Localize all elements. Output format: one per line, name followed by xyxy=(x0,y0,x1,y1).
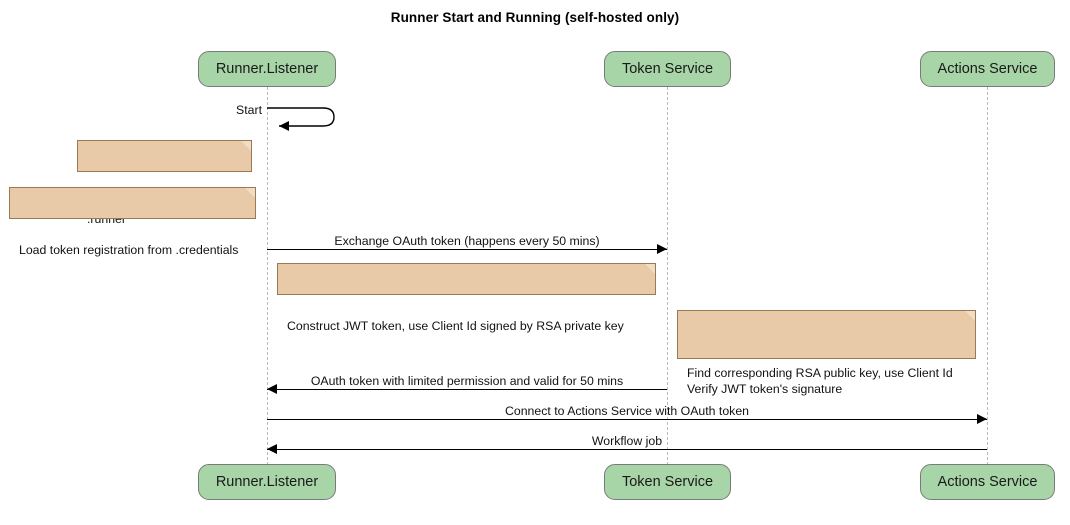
arrowhead-left-workflow-job xyxy=(267,444,277,454)
message-line-exchange-oauth-token[interactable] xyxy=(267,249,667,250)
message-self-call-start[interactable] xyxy=(267,102,339,137)
participant-label: Runner.Listener xyxy=(215,474,319,490)
note-fold-icon xyxy=(241,141,251,151)
message-label-oauth-token-response: OAuth token with limited permission and … xyxy=(310,374,624,388)
participant-runner-listener-top[interactable]: Runner.Listener xyxy=(198,51,336,87)
note-load-config-info: Load config info from .runner xyxy=(77,140,252,226)
note-fold-icon xyxy=(965,311,975,321)
participant-actions-service-top[interactable]: Actions Service xyxy=(920,51,1055,87)
note-text: Load token registration from .credential… xyxy=(19,243,239,257)
participant-token-service-bottom[interactable]: Token Service xyxy=(604,464,731,500)
arrowhead-right-exchange-oauth-token xyxy=(657,244,667,254)
page-title: Runner Start and Running (self-hosted on… xyxy=(390,10,680,25)
participant-label: Actions Service xyxy=(937,474,1038,490)
message-line-oauth-token-response[interactable] xyxy=(267,389,667,390)
note-construct-jwt-token: Construct JWT token, use Client Id signe… xyxy=(277,263,656,333)
note-text: Construct JWT token, use Client Id signe… xyxy=(287,319,624,333)
note-load-token-registration: Load token registration from .credential… xyxy=(9,187,256,257)
participant-label: Token Service xyxy=(621,61,714,77)
arrowhead-left-oauth-token-response xyxy=(267,384,277,394)
note-text: Find corresponding RSA public key, use C… xyxy=(687,366,953,396)
note-fold-icon xyxy=(245,188,255,198)
self-call-arrow-icon xyxy=(267,107,335,131)
message-line-workflow-job[interactable] xyxy=(267,449,987,450)
arrowhead-right-connect-actions-service xyxy=(977,414,987,424)
lifeline-runner-listener xyxy=(267,87,268,465)
note-fold-icon xyxy=(645,264,655,274)
participant-actions-service-bottom[interactable]: Actions Service xyxy=(920,464,1055,500)
message-line-connect-actions-service[interactable] xyxy=(267,419,987,420)
message-label-connect-actions-service: Connect to Actions Service with OAuth to… xyxy=(504,404,750,418)
participant-label: Actions Service xyxy=(937,61,1038,77)
message-label-exchange-oauth-token: Exchange OAuth token (happens every 50 m… xyxy=(334,234,600,248)
message-label-start: Start xyxy=(236,103,262,117)
note-verify-jwt-signature: Find corresponding RSA public key, use C… xyxy=(677,310,976,396)
participant-label: Runner.Listener xyxy=(215,61,319,77)
participant-label: Token Service xyxy=(621,474,714,490)
participant-runner-listener-bottom[interactable]: Runner.Listener xyxy=(198,464,336,500)
message-label-workflow-job: Workflow job xyxy=(591,434,663,448)
lifeline-token-service xyxy=(667,87,668,465)
lifeline-actions-service xyxy=(987,87,988,465)
participant-token-service-top[interactable]: Token Service xyxy=(604,51,731,87)
